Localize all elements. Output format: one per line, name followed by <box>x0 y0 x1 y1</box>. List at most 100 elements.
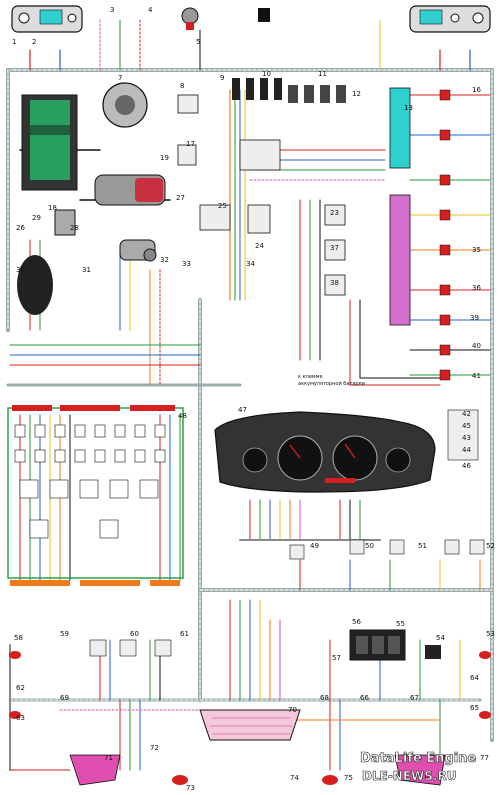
component-label-66: 66 <box>360 694 369 702</box>
component-label-7: 7 <box>118 74 122 82</box>
starter <box>94 174 166 206</box>
component-label-2: 2 <box>32 38 36 46</box>
component-label-8: 8 <box>180 82 184 90</box>
headlamp-right <box>409 5 491 33</box>
component-label-46: 46 <box>462 462 471 470</box>
light-switch-block <box>349 629 441 661</box>
component-label-57: 57 <box>332 654 341 662</box>
component-label-28: 28 <box>70 224 79 232</box>
heater-fan <box>89 639 172 657</box>
component-label-67: 67 <box>410 694 419 702</box>
component-label-33: 33 <box>182 260 191 268</box>
component-label-74: 74 <box>290 774 299 782</box>
battery-note-line1: к клеммe <box>298 374 323 380</box>
component-label-30: 30 <box>16 266 25 274</box>
component-label-19: 19 <box>160 154 169 162</box>
headlamp-left <box>11 5 83 33</box>
ecu-connector-pink <box>389 194 411 326</box>
component-label-73: 73 <box>186 784 195 792</box>
component-label-24: 24 <box>255 242 264 250</box>
instrument-cluster <box>214 411 436 493</box>
component-label-43: 43 <box>462 434 471 442</box>
washer-pump <box>17 255 53 315</box>
component-label-59: 59 <box>60 630 69 638</box>
ignition-coil <box>54 209 76 236</box>
component-label-55: 55 <box>396 620 405 628</box>
component-label-50: 50 <box>365 542 374 550</box>
horn <box>181 7 199 30</box>
spark-plugs <box>232 78 346 103</box>
component-label-6: 6 <box>265 16 270 24</box>
component-label-60: 60 <box>130 630 139 638</box>
dashboard-switches <box>289 409 485 560</box>
component-label-75: 75 <box>344 774 353 782</box>
component-label-56: 56 <box>352 618 361 626</box>
component-label-62: 62 <box>16 684 25 692</box>
generator <box>102 82 148 128</box>
component-label-49: 49 <box>310 542 319 550</box>
component-label-72: 72 <box>150 744 159 752</box>
rear-window-heater <box>199 709 301 741</box>
component-label-77: 77 <box>480 754 489 762</box>
watermark: DataLife Engine DLE-NEWS.RU <box>360 751 477 784</box>
component-label-41: 41 <box>472 372 481 380</box>
component-label-9: 9 <box>220 74 224 82</box>
fuse-box <box>7 405 184 579</box>
component-label-61: 61 <box>180 630 189 638</box>
component-label-69: 69 <box>60 694 69 702</box>
component-label-25: 25 <box>218 202 227 210</box>
component-label-34: 34 <box>246 260 255 268</box>
taillamp-right <box>394 754 446 786</box>
component-label-37: 37 <box>330 244 339 252</box>
wiper-motor <box>119 239 157 262</box>
wire-bundles <box>6 19 494 771</box>
component-label-58: 58 <box>14 634 23 642</box>
component-label-5: 5 <box>196 38 200 46</box>
component-label-3: 3 <box>110 6 114 14</box>
component-label-63: 63 <box>16 714 25 722</box>
side-repeaters <box>9 651 491 785</box>
component-label-70: 70 <box>288 706 297 714</box>
right-connectors <box>439 89 451 381</box>
sensor-top <box>258 8 270 22</box>
component-label-39: 39 <box>470 314 479 322</box>
ecu-connector-cyan <box>389 87 411 169</box>
component-label-53: 53 <box>486 630 495 638</box>
component-label-10: 10 <box>262 70 271 78</box>
component-label-52: 52 <box>486 542 495 550</box>
component-label-68: 68 <box>320 694 329 702</box>
component-label-42: 42 <box>462 410 471 418</box>
component-label-27: 27 <box>176 194 185 202</box>
battery-note: к клеммe аккумуляторной батареи <box>298 374 365 387</box>
component-label-45: 45 <box>462 422 471 430</box>
component-label-65: 65 <box>470 704 479 712</box>
component-label-36: 36 <box>472 284 481 292</box>
component-label-40: 40 <box>472 342 481 350</box>
component-label-23: 23 <box>330 209 339 217</box>
component-label-26: 26 <box>16 224 25 232</box>
component-label-32: 32 <box>160 256 169 264</box>
component-label-11: 11 <box>318 70 327 78</box>
fuse-box-connectors <box>10 580 180 586</box>
fuse-grid <box>14 424 166 539</box>
component-label-51: 51 <box>418 542 427 550</box>
component-label-71: 71 <box>104 754 113 762</box>
taillamp-left <box>69 754 121 786</box>
component-label-64: 64 <box>470 674 479 682</box>
relay-block <box>177 94 346 296</box>
component-label-13: 13 <box>404 104 413 112</box>
component-label-48: 48 <box>178 412 187 420</box>
component-label-29: 29 <box>32 214 41 222</box>
component-label-38: 38 <box>330 279 339 287</box>
watermark-line2: DLE-NEWS.RU <box>362 769 456 783</box>
component-label-17: 17 <box>186 140 195 148</box>
component-label-31: 31 <box>82 266 91 274</box>
component-label-54: 54 <box>436 634 445 642</box>
component-label-4: 4 <box>148 6 153 14</box>
battery-note-line2: аккумуляторной батареи <box>298 380 365 387</box>
component-label-16: 16 <box>472 86 481 94</box>
battery <box>21 94 78 191</box>
